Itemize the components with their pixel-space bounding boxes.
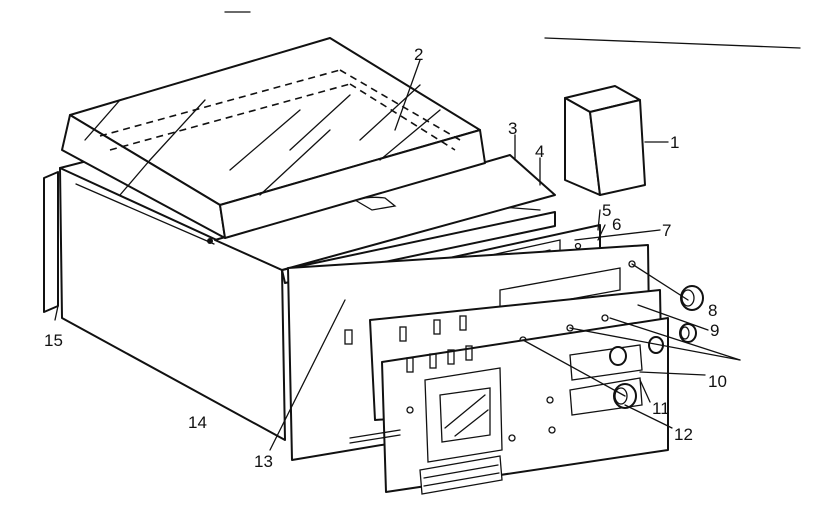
callout-11: 11 — [652, 399, 670, 418]
side-trim-strip — [43, 171, 59, 313]
callout-5: 5 — [602, 201, 611, 220]
knob-8 — [680, 285, 704, 311]
front-escutcheon — [349, 317, 669, 495]
callout-8: 8 — [708, 301, 717, 320]
callout-10: 10 — [708, 372, 727, 391]
callout-13: 13 — [254, 452, 273, 471]
callout-1: 1 — [670, 133, 679, 152]
knob-small-b — [609, 346, 627, 366]
callout-2: 2 — [414, 45, 423, 64]
scan-mark-top — [544, 37, 801, 49]
callout-4: 4 — [535, 142, 544, 161]
callout-labels: 1 2 3 4 5 6 7 8 9 10 11 12 13 14 15 — [44, 45, 727, 471]
callout-7: 7 — [662, 221, 671, 240]
callout-12: 12 — [674, 425, 693, 444]
callout-9: 9 — [710, 321, 719, 340]
callout-15: 15 — [44, 331, 63, 350]
leader-lines — [54, 59, 741, 451]
accessory-box — [564, 85, 646, 196]
callout-14: 14 — [188, 413, 207, 432]
dust-cover — [61, 37, 486, 244]
knob-10 — [679, 323, 697, 343]
callout-3: 3 — [508, 119, 517, 138]
callout-6: 6 — [612, 215, 621, 234]
